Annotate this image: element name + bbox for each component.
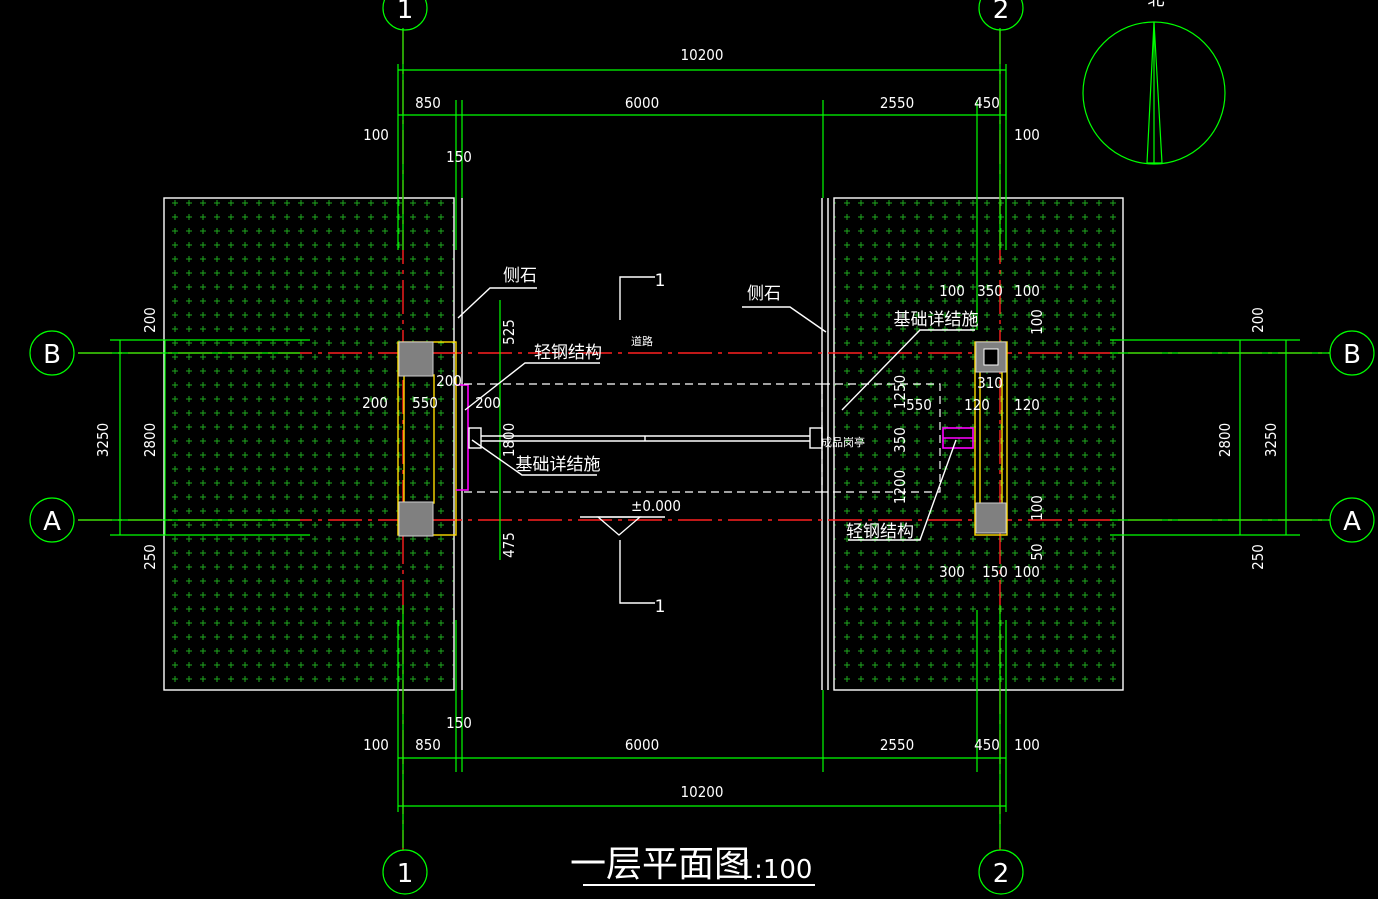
dim-left-200: 200 xyxy=(141,307,159,333)
dimension-lines-sides xyxy=(110,300,1300,560)
dimension-lines-bottom xyxy=(397,610,1007,812)
axis-label-b-left: B xyxy=(43,340,61,370)
dim-top-150: 150 xyxy=(446,148,472,166)
dim-inner-475: 475 xyxy=(500,532,518,558)
label-foundation-right: 基础详结施 xyxy=(894,310,979,330)
dim-right-50: 50 xyxy=(1028,543,1046,560)
dim-inner-525: 525 xyxy=(500,319,518,345)
dim-bottom-150: 150 xyxy=(446,714,472,732)
dim-inner-200-top: 200 xyxy=(436,372,462,390)
dim-left-250: 250 xyxy=(141,544,159,570)
dim-bottom-850: 850 xyxy=(415,736,441,754)
dim-top-total: 10200 xyxy=(681,46,724,64)
right-gate-pillar xyxy=(942,341,1008,536)
axis-label-1-bottom: 1 xyxy=(397,859,414,889)
drawing-title-block: 一层平面图 1:100 xyxy=(570,844,815,886)
dim-top-100-left: 100 xyxy=(363,126,389,144)
dim-right-150: 150 xyxy=(982,563,1008,581)
dim-right-310: 310 xyxy=(977,374,1003,392)
axis-label-b-right: B xyxy=(1343,340,1361,370)
axis-bubble-1-bottom: 1 xyxy=(382,849,428,895)
dim-left-3250: 3250 xyxy=(94,423,112,457)
dim-right-350v: 350 xyxy=(891,427,909,453)
dim-right-250: 250 xyxy=(1249,544,1267,570)
dim-right-200: 200 xyxy=(1249,307,1267,333)
label-foundation-left: 基础详结施 xyxy=(516,455,601,475)
dim-right-100v: 100 xyxy=(1028,309,1046,335)
dim-bottom-100-left: 100 xyxy=(363,736,389,754)
grid-axis-lines xyxy=(78,28,1330,848)
axis-label-2-top: 2 xyxy=(993,0,1010,25)
axis-bubble-b-left: B xyxy=(29,330,75,376)
dim-right-350: 350 xyxy=(977,282,1003,300)
north-label: 北 xyxy=(1148,0,1165,10)
dim-inner-550: 550 xyxy=(412,394,438,412)
dim-top-100-right: 100 xyxy=(1014,126,1040,144)
dim-right-2800: 2800 xyxy=(1216,423,1234,457)
axis-label-a-left: A xyxy=(43,507,61,537)
landscape-area-right xyxy=(833,197,1124,691)
dim-bottom-100-right: 100 xyxy=(1014,736,1040,754)
dim-top-6000: 6000 xyxy=(625,94,659,112)
label-curb-right: 侧石 xyxy=(747,284,781,304)
label-steel-left: 轻钢结构 xyxy=(534,343,602,363)
dim-right-100w: 100 xyxy=(1028,495,1046,521)
axis-bubble-a-left: A xyxy=(29,497,75,543)
leader-lines xyxy=(457,287,975,541)
label-steel-right: 轻钢结构 xyxy=(846,522,914,542)
dim-right-1250: 1250 xyxy=(891,375,909,409)
dim-right-550: 550 xyxy=(906,396,932,414)
axis-bubble-a-right: A xyxy=(1329,497,1375,543)
axis-bubble-1-top: 1 xyxy=(382,0,428,31)
dim-right-300: 300 xyxy=(939,563,965,581)
dim-right-120a: 120 xyxy=(964,396,990,414)
dim-bottom-450: 450 xyxy=(974,736,1000,754)
landscape-area-left xyxy=(163,197,455,691)
dim-bottom-total: 10200 xyxy=(681,783,724,801)
north-arrow-icon: 北 xyxy=(1082,0,1226,165)
axis-label-2-bottom: 2 xyxy=(993,859,1010,889)
axis-bubble-2-bottom: 2 xyxy=(978,849,1024,895)
dim-right-120b: 120 xyxy=(1014,396,1040,414)
drawing-scale: 1:100 xyxy=(738,855,813,885)
dim-right-100b: 100 xyxy=(1014,282,1040,300)
label-curb-left: 侧石 xyxy=(503,266,537,286)
booth-outline xyxy=(464,383,941,493)
elevation-marker xyxy=(580,516,665,536)
section-markers xyxy=(619,276,655,604)
dim-inner-1800: 1800 xyxy=(500,423,518,457)
label-section-top: 1 xyxy=(655,271,666,291)
dimension-lines-top xyxy=(397,64,1007,330)
dim-right-100a: 100 xyxy=(939,282,965,300)
label-road: 道路 xyxy=(631,334,653,348)
left-gate-pillar xyxy=(397,341,482,537)
dim-top-850: 850 xyxy=(415,94,441,112)
gate-barrier-arm xyxy=(481,427,823,449)
axis-bubble-2-top: 2 xyxy=(978,0,1024,31)
dim-inner-200-right: 200 xyxy=(475,394,501,412)
label-elevation: ±0.000 xyxy=(631,497,681,515)
dim-right-1200: 1200 xyxy=(891,470,909,504)
dim-top-450: 450 xyxy=(974,94,1000,112)
label-booth: 成品岗亭 xyxy=(821,435,865,449)
dim-top-2550: 2550 xyxy=(880,94,914,112)
dim-inner-200-left: 200 xyxy=(362,394,388,412)
axis-bubble-b-right: B xyxy=(1329,330,1375,376)
dim-left-2800: 2800 xyxy=(141,423,159,457)
axis-label-a-right: A xyxy=(1343,507,1361,537)
dim-bottom-2550: 2550 xyxy=(880,736,914,754)
dim-right-3250: 3250 xyxy=(1262,423,1280,457)
drawing-title: 一层平面图 xyxy=(570,844,750,885)
label-section-bottom: 1 xyxy=(655,597,666,617)
dim-right-100c: 100 xyxy=(1014,563,1040,581)
dim-bottom-6000: 6000 xyxy=(625,736,659,754)
axis-label-1-top: 1 xyxy=(397,0,414,25)
